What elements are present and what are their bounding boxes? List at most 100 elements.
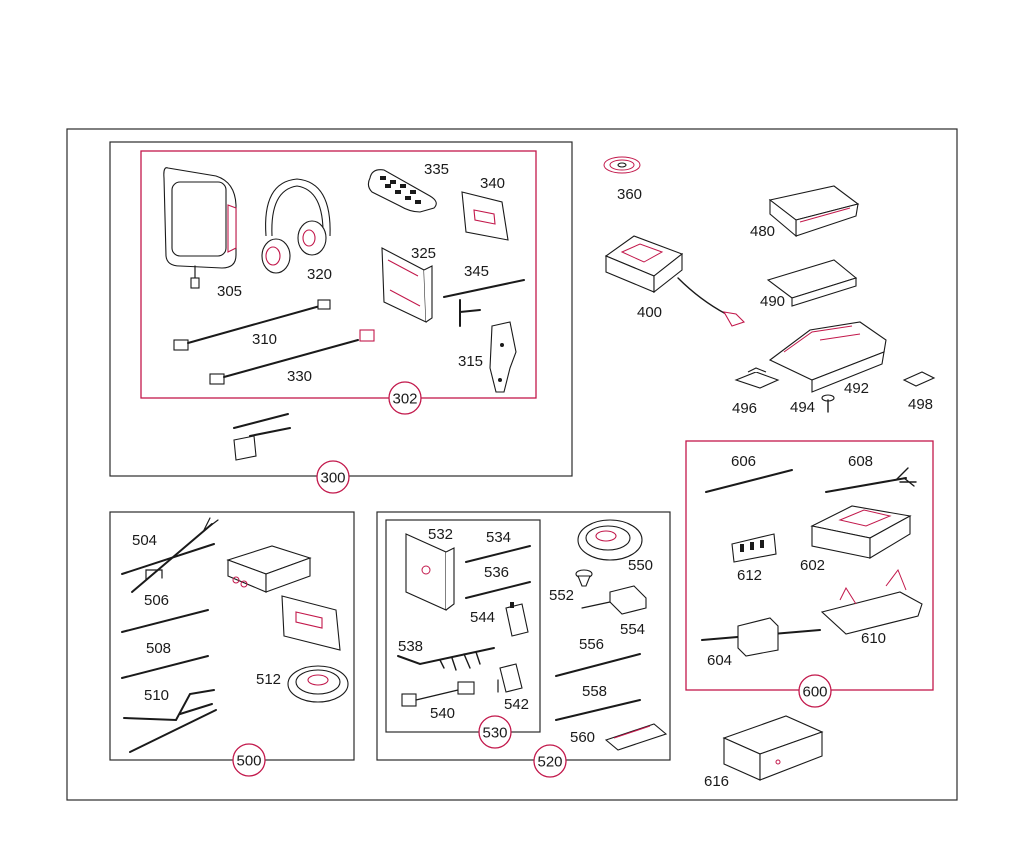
part-label-320: 320 <box>307 266 332 283</box>
part-label-556: 556 <box>579 636 604 653</box>
cover-490-drawing <box>766 259 858 307</box>
bracket-315-drawing <box>489 321 517 393</box>
part-label-480: 480 <box>750 223 775 240</box>
group-badge-600: 600 <box>798 674 832 708</box>
group-badge-300: 300 <box>316 460 350 494</box>
part-label-498: 498 <box>908 396 933 413</box>
part-label-506: 506 <box>144 592 169 609</box>
headphones-drawing <box>261 178 331 274</box>
harness-504-drawing <box>121 517 219 593</box>
part-label-538: 538 <box>398 638 423 655</box>
part-label-345: 345 <box>464 263 489 280</box>
speaker-512-drawing <box>287 665 349 703</box>
svg-text:300: 300 <box>320 470 345 487</box>
module-616-drawing <box>722 715 824 781</box>
plate-496-drawing <box>734 367 780 389</box>
part-label-558: 558 <box>582 683 607 700</box>
part-label-360: 360 <box>617 186 642 203</box>
svg-text:520: 520 <box>537 754 562 771</box>
rear-display-drawing <box>163 167 237 289</box>
part-label-560: 560 <box>570 729 595 746</box>
group-badge-520: 520 <box>533 744 567 778</box>
part-label-604: 604 <box>707 652 732 669</box>
adapter-540-drawing <box>401 681 475 707</box>
unit-400-drawing <box>604 235 746 327</box>
part-label-330: 330 <box>287 368 312 385</box>
svg-text:500: 500 <box>236 753 261 770</box>
part-label-496: 496 <box>732 400 757 417</box>
part-label-602: 602 <box>800 557 825 574</box>
part-label-508: 508 <box>146 640 171 657</box>
bracket-610-drawing <box>820 568 923 635</box>
part-label-504: 504 <box>132 532 157 549</box>
part-label-608: 608 <box>848 453 873 470</box>
part-label-490: 490 <box>760 293 785 310</box>
part-label-400: 400 <box>637 304 662 321</box>
module-602-drawing <box>810 505 912 559</box>
part-label-542: 542 <box>504 696 529 713</box>
part-label-550: 550 <box>628 557 653 574</box>
control-module-drawing <box>381 247 433 323</box>
part-label-534: 534 <box>486 529 511 546</box>
harness-608-drawing <box>825 467 917 493</box>
svg-text:530: 530 <box>482 725 507 742</box>
part-label-510: 510 <box>144 687 169 704</box>
part-label-512: 512 <box>256 671 281 688</box>
module-480-drawing <box>768 185 860 238</box>
wire-556-drawing <box>555 653 641 677</box>
part-label-616: 616 <box>704 773 729 790</box>
wire-536-drawing <box>465 581 531 599</box>
part-label-315: 315 <box>458 353 483 370</box>
connector-612-drawing <box>731 533 777 563</box>
svg-text:600: 600 <box>802 684 827 701</box>
part-label-325: 325 <box>411 245 436 262</box>
part-label-610: 610 <box>861 630 886 647</box>
wire-345-drawing <box>443 279 525 327</box>
group-badge-500: 500 <box>232 743 266 777</box>
part-label-532: 532 <box>428 526 453 543</box>
module-604-drawing <box>701 617 821 657</box>
part-label-492: 492 <box>844 380 869 397</box>
part-label-606: 606 <box>731 453 756 470</box>
wire-508-drawing <box>121 655 209 679</box>
sensor-554-drawing <box>581 585 647 615</box>
speaker-550-drawing <box>577 519 643 561</box>
group-500-frame <box>109 511 355 761</box>
wire-with-connector-drawing <box>233 413 291 461</box>
wire-506-drawing <box>121 609 209 633</box>
manual-booklet-drawing <box>461 191 509 241</box>
part-label-494: 494 <box>790 399 815 416</box>
connector-542-drawing <box>497 663 523 693</box>
group-520-frame <box>376 511 671 761</box>
group-530-frame <box>385 519 541 733</box>
outer-frame <box>66 128 958 801</box>
cable-330-drawing <box>209 329 375 385</box>
wire-534-drawing <box>465 545 531 563</box>
harness-538-drawing <box>397 647 495 671</box>
group-badge-530: 530 <box>478 715 512 749</box>
clip-552-drawing <box>575 569 593 587</box>
harness-510-drawing <box>123 689 217 753</box>
connector-544-drawing <box>505 602 529 637</box>
booklet-500-drawing <box>281 595 341 651</box>
part-label-310: 310 <box>252 331 277 348</box>
holder-492-drawing <box>768 321 887 393</box>
group-302-frame <box>140 150 537 399</box>
part-label-554: 554 <box>620 621 645 638</box>
holder-560-drawing <box>604 723 668 751</box>
group-badge-302: 302 <box>388 381 422 415</box>
screw-494-drawing <box>821 394 835 413</box>
part-label-305: 305 <box>217 283 242 300</box>
part-label-540: 540 <box>430 705 455 722</box>
part-label-612: 612 <box>737 567 762 584</box>
part-label-340: 340 <box>480 175 505 192</box>
wire-606-drawing <box>705 469 793 493</box>
wire-558-drawing <box>555 699 641 721</box>
svg-text:302: 302 <box>392 391 417 408</box>
part-label-552: 552 <box>549 587 574 604</box>
part-label-335: 335 <box>424 161 449 178</box>
remote-control-drawing <box>367 169 437 213</box>
module-500-drawing <box>226 545 312 593</box>
cable-310-drawing <box>173 299 331 351</box>
